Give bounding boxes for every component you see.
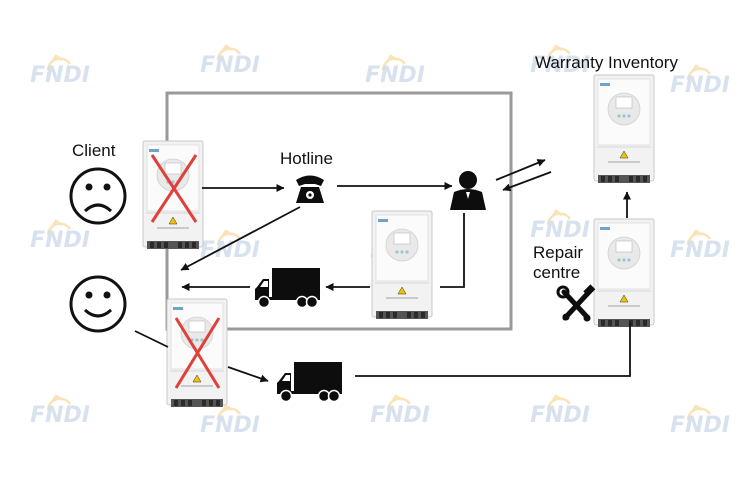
happy-face-icon (69, 275, 127, 333)
arrow-return-to-truck (227, 366, 269, 383)
repair-centre-label: Repair centre (533, 243, 583, 282)
truck-return-icon (276, 361, 343, 403)
warranty-inventory-inverter (593, 74, 655, 184)
sad-face-icon (69, 167, 127, 225)
line-truck-to-repair (355, 322, 631, 377)
service-agent-icon (450, 171, 486, 210)
line-agent-to-replacement (440, 213, 465, 288)
hotline-label: Hotline (280, 149, 333, 168)
service-frame (165, 91, 513, 331)
client-label: Client (72, 141, 116, 160)
line-client-to-return (134, 330, 169, 348)
repair-centre-inverter (593, 218, 655, 328)
repair-label-line2: centre (533, 262, 581, 282)
arrow-hotline-to-client (180, 206, 301, 271)
flow-arrows (134, 159, 631, 383)
warranty-inventory-label: Warranty Inventory (535, 53, 678, 72)
faulty-inverter-returned (166, 298, 228, 408)
replacement-inverter (371, 210, 433, 320)
repair-label-line1: Repair (533, 243, 584, 262)
arrow-agent-to-inventory (495, 159, 546, 181)
faulty-inverter-client (142, 140, 204, 250)
telephone-icon (296, 175, 324, 203)
arrow-inventory-to-agent (502, 171, 552, 192)
truck-replacement-icon (254, 267, 321, 309)
repair-tools-icon (556, 284, 596, 322)
